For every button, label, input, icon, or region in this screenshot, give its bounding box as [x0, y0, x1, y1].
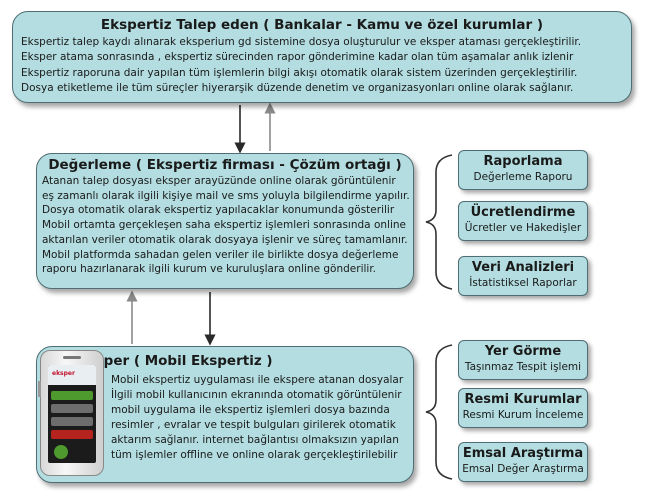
mobile-expert-line: Mobil ekspertiz uygulaması ile ekspere a… — [111, 374, 404, 386]
requester-text: Ekspertiz talep kaydı alınarak eksperium… — [21, 35, 623, 96]
phone-app-header: eksper — [48, 365, 96, 385]
valuation-line: Mobil platformda sahadan gelen veriler i… — [42, 248, 399, 261]
side-box-title: Veri Analizleri — [471, 260, 575, 275]
side-box-pricing: Ücretlendirme Ücretler ve Hakedişler — [458, 201, 588, 241]
valuation-line: Dosya otomatik olarak ekspertiz yapılaca… — [42, 204, 395, 217]
side-box-subtitle: Ücretler ve Hakedişler — [464, 222, 582, 234]
mobile-expert-text: Mobil ekspertiz uygulaması ile ekspere a… — [111, 373, 403, 464]
mobile-expert-line: mobil uygulama ile ekspertiz işlemleri d… — [111, 404, 390, 417]
side-box-analytics: Veri Analizleri İstatistiksel Raporlar — [458, 256, 588, 296]
requester-line: Eksper atama sonrasında , ekspertiz süre… — [21, 51, 574, 64]
mobile-expert-line: resimler , evralar ve tespit bulguları g… — [111, 419, 396, 432]
side-box-title: Yer Görme — [484, 344, 562, 359]
phone-screen: eksper — [48, 365, 96, 463]
side-box-subtitle: Emsal Değer Araştırma — [462, 463, 584, 475]
mobile-expert-line: İlgili mobil kullanıcının ekranında otom… — [111, 389, 402, 402]
requester-box: Ekspertiz Talep eden ( Bankalar - Kamu v… — [12, 11, 632, 103]
requester-line: Ekspertiz talep kaydı alınarak eksperium… — [21, 36, 582, 48]
side-box-title: Emsal Araştırma — [462, 446, 584, 461]
valuation-line: raporu hazırlanarak ilgili kurum ve kuru… — [42, 263, 377, 276]
phone-speaker — [63, 356, 81, 359]
phone-menu-bar — [51, 404, 93, 413]
side-box-subtitle: İstatistiksel Raporlar — [469, 277, 577, 289]
smartphone-icon: eksper — [38, 350, 104, 476]
side-box-official: Resmi Kurumlar Resmi Kurum İnceleme — [458, 388, 588, 428]
side-box-subtitle: Resmi Kurum İnceleme — [462, 409, 584, 421]
valuation-line: Mobil ortamta gerçekleşen saha ekspertiz… — [42, 219, 406, 232]
valuation-box: Değerleme ( Ekspertiz firması - Çözüm or… — [36, 153, 414, 289]
side-box-site-visit: Yer Görme Taşınmaz Tespit işlemi — [458, 340, 588, 380]
mobile-expert-title: Eksper ( Mobil Ekspertiz ) — [77, 353, 273, 369]
phone-menu-bar — [51, 430, 93, 439]
phone-call-button — [54, 445, 68, 459]
valuation-line: Atanan talep dosyası eksper arayüzünde o… — [42, 175, 396, 187]
valuation-title: Değerleme ( Ekspertiz firması - Çözüm or… — [48, 157, 402, 173]
mobile-expert-line: tüm işlemler offline ve online olarak ge… — [111, 449, 398, 462]
side-box-subtitle: Taşınmaz Tespit işlemi — [464, 361, 582, 373]
phone-menu-bar — [51, 391, 93, 400]
requester-line: Dosya etiketleme ile tüm süreçler hiyera… — [21, 81, 574, 94]
phone-menu-bar — [51, 417, 93, 426]
side-box-title: Raporlama — [483, 154, 563, 169]
valuation-text: Atanan talep dosyası eksper arayüzünde o… — [37, 174, 413, 277]
side-box-title: Resmi Kurumlar — [464, 392, 582, 407]
side-box-subtitle: Değerleme Raporu — [473, 171, 573, 183]
requester-title: Ekspertiz Talep eden ( Bankalar - Kamu v… — [100, 17, 544, 33]
bracket-mid — [425, 154, 453, 290]
side-box-comparables: Emsal Araştırma Emsal Değer Araştırma — [458, 442, 588, 482]
phone-logo: eksper — [52, 370, 75, 377]
side-box-reporting: Raporlama Değerleme Raporu — [458, 150, 588, 190]
mobile-expert-line: aktarım sağlanır. internet bağlantısı ol… — [111, 434, 399, 447]
requester-line: Ekspertiz raporuna dair yapılan tüm işle… — [21, 66, 578, 79]
valuation-line: eş zamanlı olarak ilgili kişiye mail ve … — [42, 189, 410, 202]
valuation-line: aktarılan veriler otomatik olarak dosyay… — [42, 233, 408, 246]
bracket-bot — [425, 344, 453, 480]
side-box-title: Ücretlendirme — [470, 205, 576, 220]
phone-side-button — [38, 381, 41, 397]
